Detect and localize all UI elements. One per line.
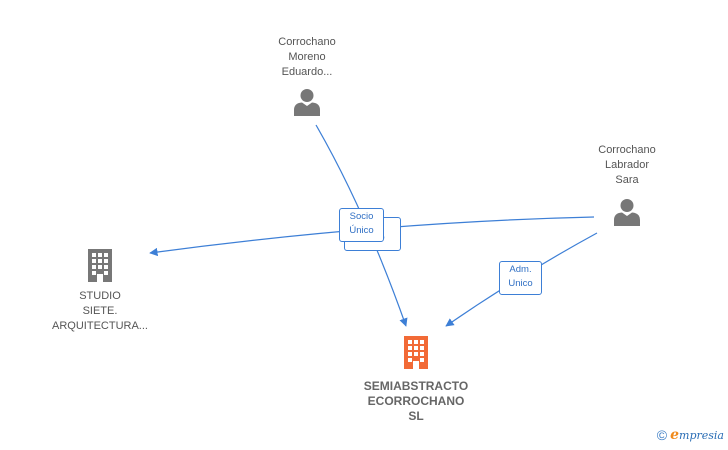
- node-person-sara[interactable]: Corrochano Labrador Sara: [577, 143, 677, 232]
- node-label-line: SEMIABSTRACTO: [363, 379, 469, 393]
- node-label-line: Eduardo...: [281, 66, 333, 78]
- edge-label-text: Socio: [349, 211, 374, 222]
- node-label-line: STUDIO: [79, 290, 121, 302]
- node-label-line: Sara: [615, 174, 639, 186]
- edge-label-text: Unico: [508, 278, 533, 289]
- brand-logo: © empresia: [657, 427, 724, 443]
- node-label-line: ARQUITECTURA...: [52, 320, 148, 332]
- edge-label-socio-unico[interactable]: Socio Único: [339, 208, 384, 242]
- node-label-line: Corrochano: [598, 144, 656, 156]
- node-person-eduardo[interactable]: Corrochano Moreno Eduardo...: [257, 35, 357, 122]
- node-company-studio[interactable]: STUDIO SIETE. ARQUITECTURA...: [40, 248, 160, 334]
- node-label-line: SL: [408, 409, 424, 423]
- edge-label-adm-unico[interactable]: Adm. Unico: [499, 261, 542, 295]
- building-icon: [404, 336, 428, 369]
- building-icon: [88, 249, 112, 282]
- node-label-line: Moreno: [288, 51, 326, 63]
- node-label-line: SIETE.: [82, 305, 118, 317]
- brand-name: mpresia: [679, 429, 724, 442]
- edge-label-text: Adm.: [509, 264, 532, 275]
- copyright-icon: ©: [656, 427, 668, 443]
- node-company-semiabstracto[interactable]: SEMIABSTRACTO ECORROCHANO SL: [346, 335, 486, 424]
- edge-label-text: Único: [349, 225, 374, 236]
- node-label-line: Labrador: [604, 159, 650, 171]
- node-label-line: Corrochano: [278, 36, 336, 48]
- person-icon: [614, 199, 640, 226]
- person-icon: [294, 89, 320, 116]
- brand-initial: e: [670, 427, 680, 443]
- node-label-line: ECORROCHANO: [367, 394, 465, 408]
